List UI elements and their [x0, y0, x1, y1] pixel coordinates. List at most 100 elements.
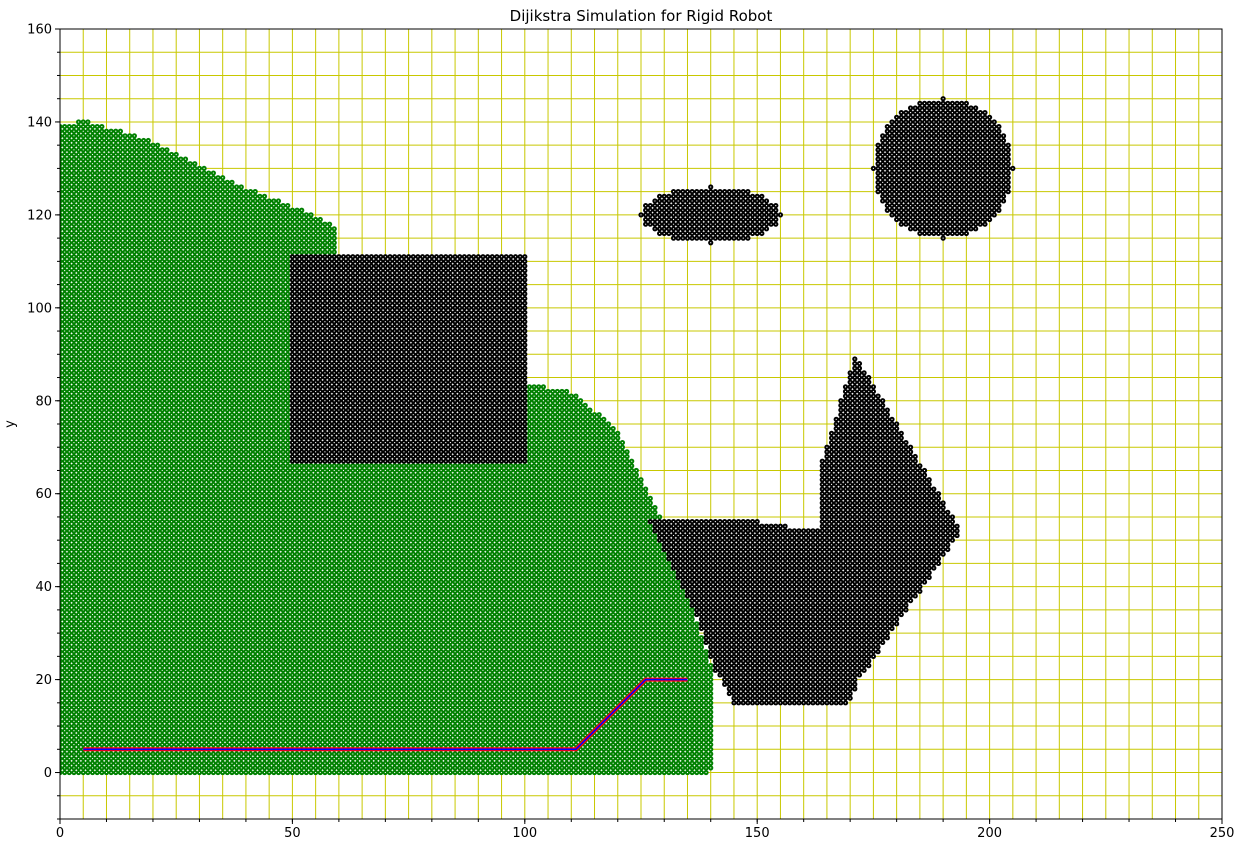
- explored-node-center: [97, 238, 98, 239]
- explored-node-center: [73, 428, 74, 429]
- explored-node-center: [92, 224, 93, 225]
- explored-node-center: [87, 396, 88, 397]
- explored-node-center: [97, 298, 98, 299]
- explored-node-center: [64, 535, 65, 536]
- explored-node-center: [73, 502, 74, 503]
- explored-node-center: [69, 177, 70, 178]
- explored-node-center: [92, 670, 93, 671]
- explored-node-center: [87, 549, 88, 550]
- explored-node-center: [83, 368, 84, 369]
- explored-node-center: [78, 614, 79, 615]
- explored-node-center: [83, 637, 84, 638]
- explored-node-center: [64, 512, 65, 513]
- explored-node-center: [83, 712, 84, 713]
- explored-node-center: [92, 256, 93, 257]
- explored-node-center: [83, 210, 84, 211]
- explored-node-center: [83, 251, 84, 252]
- explored-node-center: [92, 186, 93, 187]
- explored-node-center: [64, 335, 65, 336]
- explored-node-center: [97, 744, 98, 745]
- explored-node-center: [87, 521, 88, 522]
- explored-node-center: [69, 684, 70, 685]
- explored-node-center: [87, 670, 88, 671]
- explored-node-center: [92, 214, 93, 215]
- explored-node-center: [78, 563, 79, 564]
- explored-node-center: [69, 707, 70, 708]
- explored-node-center: [83, 145, 84, 146]
- explored-node-center: [83, 465, 84, 466]
- explored-node-center: [97, 414, 98, 415]
- explored-node-center: [73, 577, 74, 578]
- explored-node-center: [97, 405, 98, 406]
- explored-node-center: [64, 758, 65, 759]
- explored-node-center: [73, 595, 74, 596]
- explored-node-center: [78, 186, 79, 187]
- explored-node-center: [92, 521, 93, 522]
- explored-node-center: [101, 772, 102, 773]
- explored-node-center: [92, 251, 93, 252]
- explored-node-center: [69, 307, 70, 308]
- explored-node-center: [69, 651, 70, 652]
- explored-node-center: [69, 196, 70, 197]
- explored-node-center: [92, 298, 93, 299]
- explored-node-center: [78, 414, 79, 415]
- explored-node-center: [97, 377, 98, 378]
- explored-node-center: [69, 247, 70, 248]
- explored-node-center: [64, 363, 65, 364]
- explored-node-center: [92, 502, 93, 503]
- explored-node-center: [73, 172, 74, 173]
- explored-node-center: [69, 767, 70, 768]
- explored-node-center: [97, 475, 98, 476]
- explored-node-center: [83, 242, 84, 243]
- explored-node-center: [83, 614, 84, 615]
- explored-node-center: [73, 196, 74, 197]
- explored-node-center: [64, 154, 65, 155]
- explored-node-center: [83, 461, 84, 462]
- explored-node-center: [73, 256, 74, 257]
- explored-node-center: [92, 554, 93, 555]
- explored-node-center: [83, 488, 84, 489]
- explored-node-center: [83, 581, 84, 582]
- explored-node-center: [92, 140, 93, 141]
- explored-node-center: [97, 261, 98, 262]
- explored-node-center: [92, 633, 93, 634]
- explored-node-center: [97, 558, 98, 559]
- explored-node-center: [78, 758, 79, 759]
- explored-node-center: [69, 772, 70, 773]
- explored-node-center: [69, 461, 70, 462]
- explored-node-center: [92, 707, 93, 708]
- explored-node-center: [69, 763, 70, 764]
- explored-node-center: [83, 609, 84, 610]
- explored-node-center: [73, 233, 74, 234]
- explored-node-center: [64, 261, 65, 262]
- explored-node-center: [83, 154, 84, 155]
- explored-node-center: [83, 131, 84, 132]
- explored-node-center: [83, 600, 84, 601]
- explored-node-center: [87, 461, 88, 462]
- explored-node-center: [97, 428, 98, 429]
- explored-node-center: [87, 335, 88, 336]
- explored-node-center: [64, 544, 65, 545]
- explored-node-center: [97, 572, 98, 573]
- explored-node-center: [64, 563, 65, 564]
- explored-node-center: [92, 461, 93, 462]
- explored-node-center: [97, 219, 98, 220]
- explored-node-center: [64, 465, 65, 466]
- explored-node-center: [83, 238, 84, 239]
- explored-node-center: [78, 330, 79, 331]
- explored-node-center: [69, 437, 70, 438]
- explored-node-center: [69, 665, 70, 666]
- explored-node-center: [64, 521, 65, 522]
- explored-node-center: [83, 423, 84, 424]
- explored-node-center: [78, 196, 79, 197]
- explored-node-center: [87, 330, 88, 331]
- explored-node-center: [87, 182, 88, 183]
- explored-node-center: [64, 233, 65, 234]
- explored-node-center: [64, 516, 65, 517]
- explored-node-center: [73, 507, 74, 508]
- explored-node-center: [69, 396, 70, 397]
- explored-node-center: [64, 595, 65, 596]
- explored-node-center: [83, 168, 84, 169]
- explored-node-center: [69, 163, 70, 164]
- explored-node-center: [87, 251, 88, 252]
